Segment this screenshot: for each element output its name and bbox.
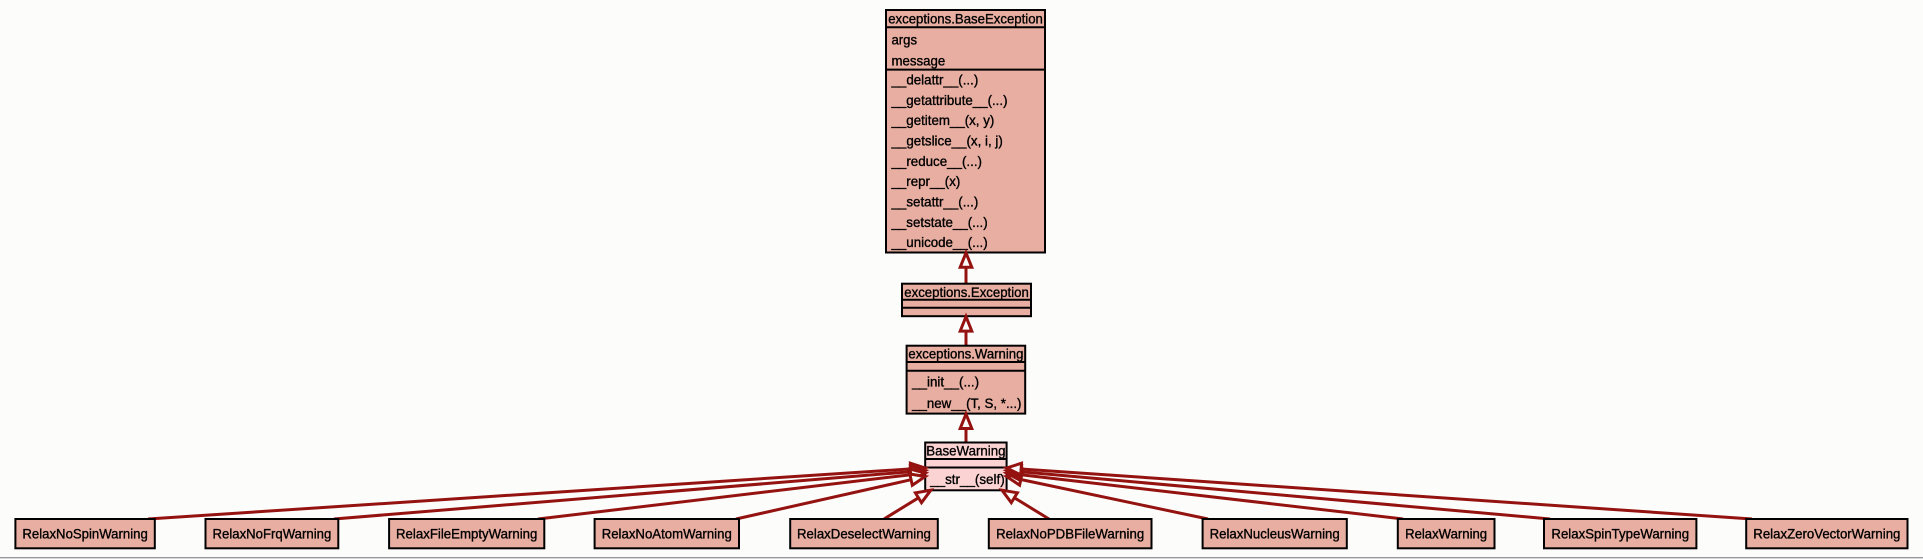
svg-text:__delattr__(...): __delattr__(...) xyxy=(891,72,979,88)
svg-text:__reduce__(...): __reduce__(...) xyxy=(891,153,982,169)
svg-text:__init__(...): __init__(...) xyxy=(911,374,979,390)
svg-text:RelaxNoPDBFileWarning: RelaxNoPDBFileWarning xyxy=(996,525,1144,541)
svg-text:exceptions.BaseException: exceptions.BaseException xyxy=(888,10,1043,26)
svg-text:args: args xyxy=(892,32,918,48)
svg-text:RelaxNoAtomWarning: RelaxNoAtomWarning xyxy=(602,525,732,541)
svg-text:__str__(self): __str__(self) xyxy=(929,471,1004,487)
svg-text:__new__(T, S, *...): __new__(T, S, *...) xyxy=(911,395,1021,411)
svg-text:__unicode__(...): __unicode__(...) xyxy=(891,234,988,250)
svg-text:RelaxNoFrqWarning: RelaxNoFrqWarning xyxy=(213,525,332,541)
svg-text:RelaxWarning: RelaxWarning xyxy=(1405,525,1487,541)
svg-text:__getitem__(x, y): __getitem__(x, y) xyxy=(891,112,995,128)
svg-text:exceptions.Exception: exceptions.Exception xyxy=(904,284,1029,300)
svg-text:RelaxNoSpinWarning: RelaxNoSpinWarning xyxy=(22,525,147,541)
svg-text:RelaxFileEmptyWarning: RelaxFileEmptyWarning xyxy=(396,525,537,541)
svg-text:RelaxNucleusWarning: RelaxNucleusWarning xyxy=(1210,525,1340,541)
svg-text:RelaxZeroVectorWarning: RelaxZeroVectorWarning xyxy=(1753,525,1900,541)
svg-text:RelaxSpinTypeWarning: RelaxSpinTypeWarning xyxy=(1551,525,1689,541)
svg-text:RelaxDeselectWarning: RelaxDeselectWarning xyxy=(797,525,931,541)
svg-text:__getattribute__(...): __getattribute__(...) xyxy=(891,92,1008,108)
svg-text:__repr__(x): __repr__(x) xyxy=(891,173,961,189)
svg-text:__setstate__(...): __setstate__(...) xyxy=(891,214,988,230)
svg-text:__setattr__(...): __setattr__(...) xyxy=(891,194,979,210)
svg-text:message: message xyxy=(892,52,946,68)
svg-text:exceptions.Warning: exceptions.Warning xyxy=(908,346,1023,362)
svg-text:BaseWarning: BaseWarning xyxy=(926,443,1005,459)
svg-text:__getslice__(x, i, j): __getslice__(x, i, j) xyxy=(891,133,1003,149)
